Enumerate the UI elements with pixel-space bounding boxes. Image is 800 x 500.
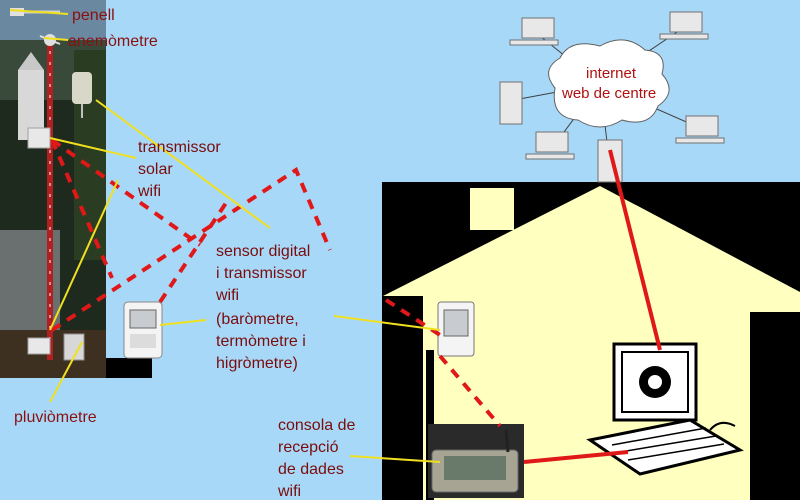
svg-text:de dades: de dades [278,461,344,478]
svg-text:solar: solar [138,161,173,178]
svg-text:(baròmetre,: (baròmetre, [216,311,299,328]
svg-text:consola de: consola de [278,417,355,434]
svg-text:transmissor: transmissor [138,139,221,156]
penell-label: penell [72,7,115,24]
computer-icon [586,342,744,476]
internet-label: internet web de centre [561,65,656,102]
internet-network [499,11,725,183]
wifi-links [50,138,662,464]
svg-text:sensor digital: sensor digital [216,243,310,260]
svg-text:wifi: wifi [277,483,301,500]
photo-edge-block [106,358,152,378]
svg-text:termòmetre i: termòmetre i [216,333,306,350]
anemometer-label: anemòmetre [68,33,158,50]
reception-console [428,424,524,498]
svg-text:recepció: recepció [278,439,339,456]
sensor-label: sensor digital i transmissor wifi (baròm… [215,243,310,372]
outdoor-sensor-device [123,301,163,359]
svg-text:wifi: wifi [137,183,161,200]
svg-text:i transmissor: i transmissor [216,265,307,282]
svg-text:higròmetre): higròmetre) [216,355,298,372]
svg-text:wifi: wifi [215,287,239,304]
rain-gauge-label: pluviòmetre [14,409,97,426]
house [382,182,800,500]
svg-text:internet: internet [586,65,637,82]
indoor-sensor-device [437,301,475,357]
svg-text:web de centre: web de centre [561,85,656,102]
console-label: consola de recepció de dades wifi [277,417,355,500]
label-pointers [9,9,441,463]
transmitter-label: transmissor solar wifi [137,139,221,200]
